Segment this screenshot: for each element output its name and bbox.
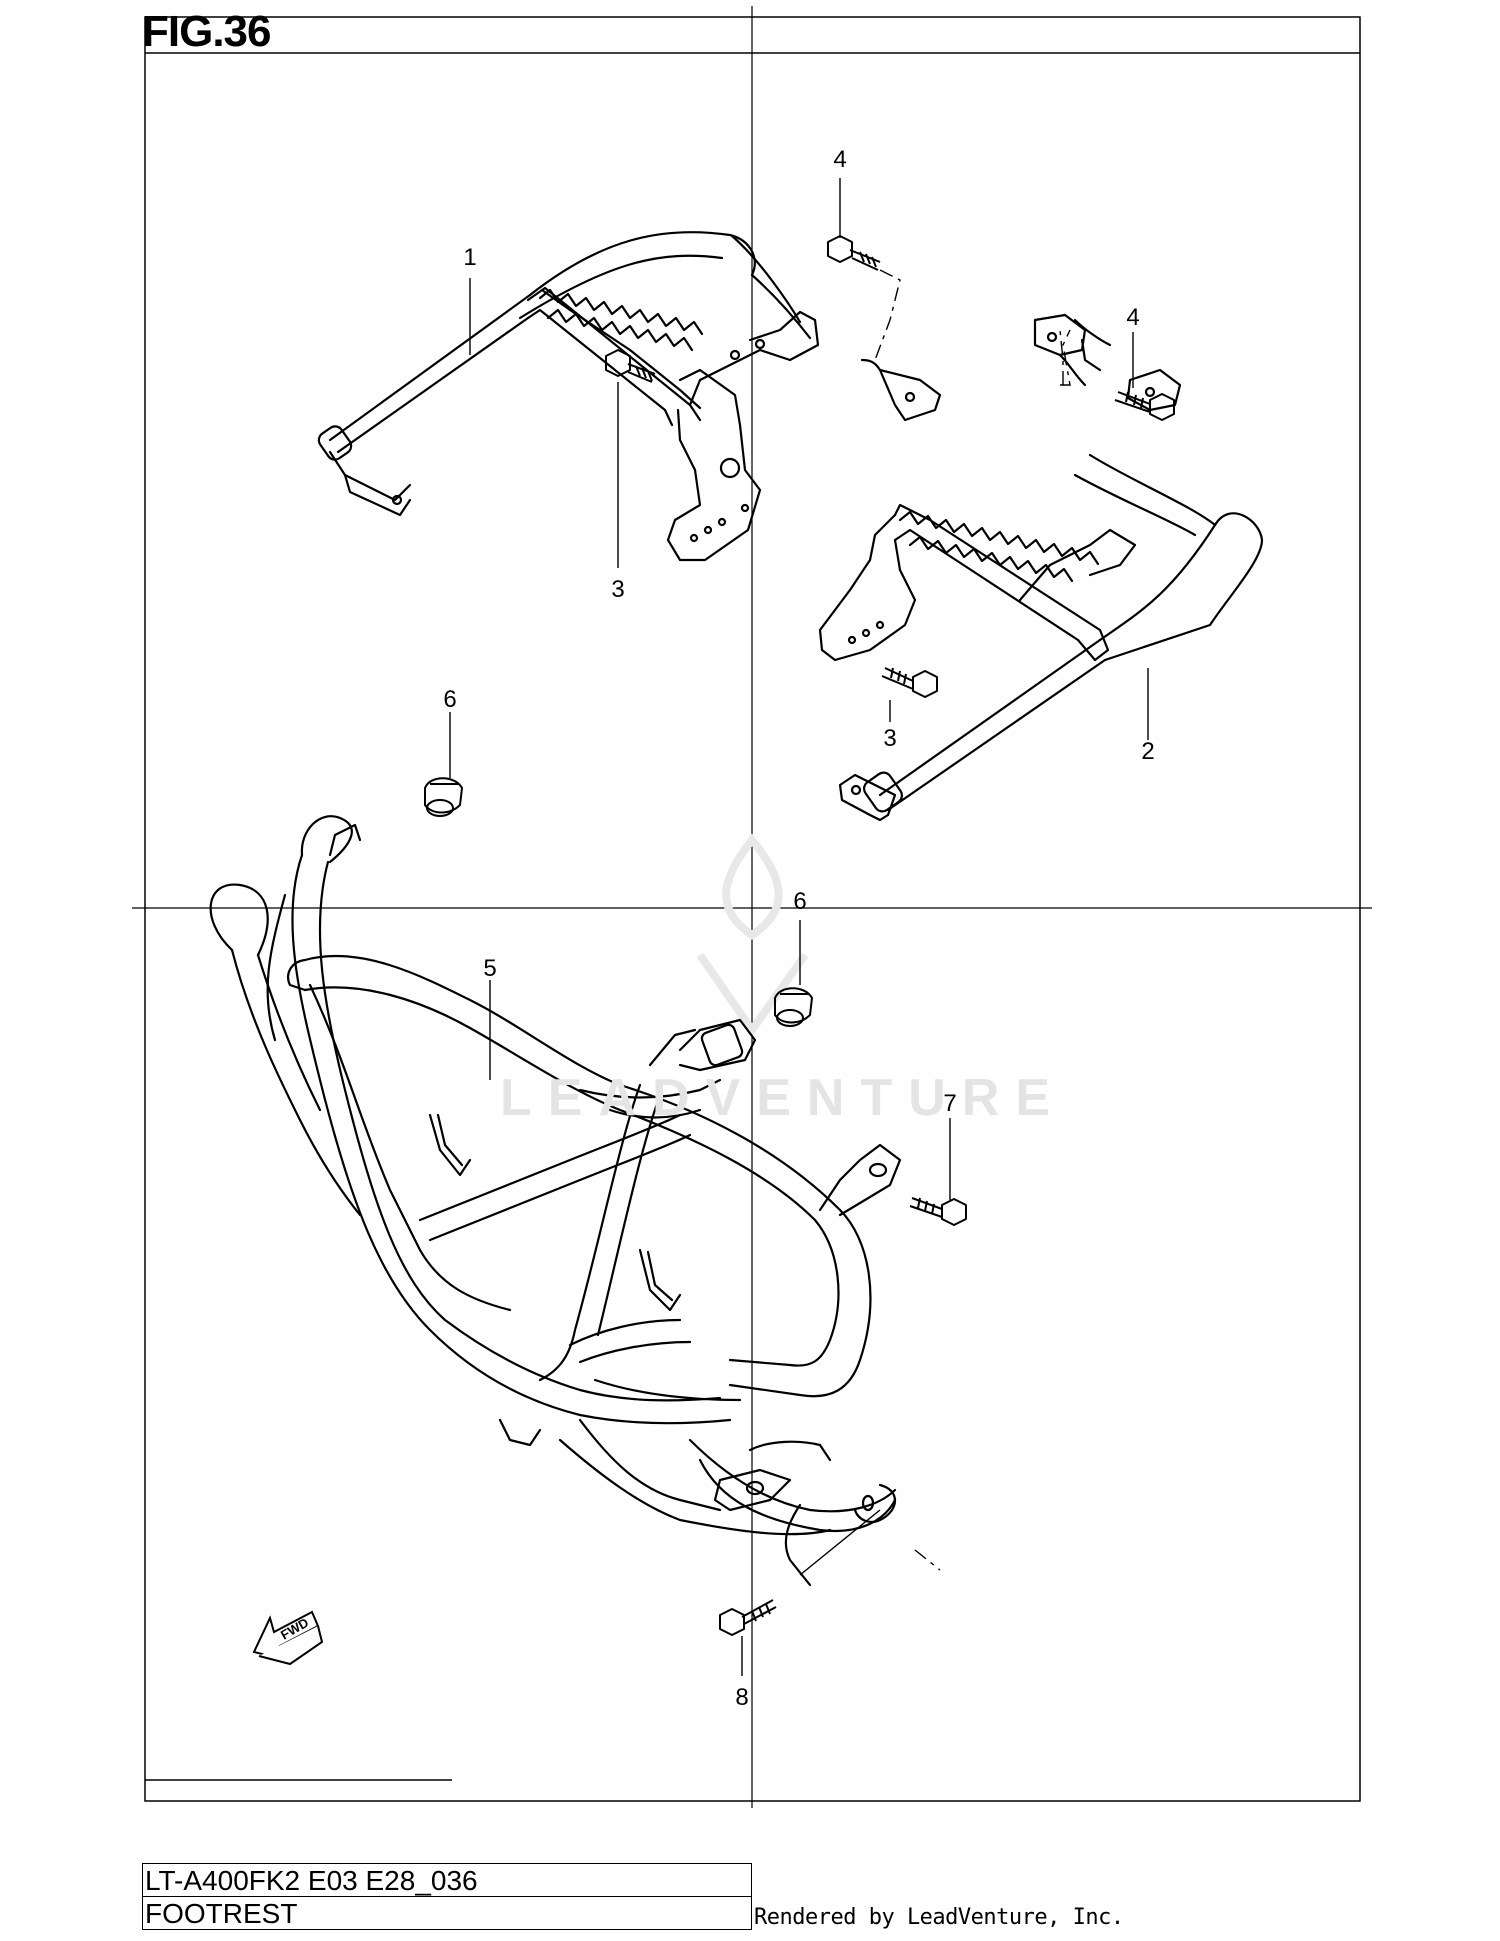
callout-8[interactable]: 8 <box>735 1684 749 1711</box>
bolt-7-icon <box>909 1197 967 1226</box>
part-1-footrest-left <box>317 231 942 562</box>
crosshair-lines <box>132 6 1372 1808</box>
model-code-box: LT-A400FK2 E03 E28_036 <box>142 1863 752 1897</box>
callout-7[interactable]: 7 <box>943 1090 957 1117</box>
bolt-8-icon <box>719 1599 777 1636</box>
callout-6a[interactable]: 6 <box>443 686 457 713</box>
watermark-text: LEADVENTURE <box>500 1069 1067 1127</box>
fwd-arrow-icon: FWD <box>252 1610 324 1666</box>
section-name-box: FOOTREST <box>142 1896 752 1930</box>
callout-3a[interactable]: 3 <box>611 576 625 603</box>
figure-title: FIG.36 <box>142 7 271 56</box>
callout-4a[interactable]: 4 <box>833 146 847 173</box>
part-2-footrest-right <box>818 313 1264 822</box>
callout-5[interactable]: 5 <box>483 955 497 982</box>
callout-6b[interactable]: 6 <box>793 888 807 915</box>
bolt-3b-icon <box>881 667 938 698</box>
rendered-by-credit: Rendered by LeadVenture, Inc. <box>754 1905 1124 1930</box>
bolt-4a-icon <box>827 235 881 271</box>
plug-6a-icon <box>424 777 463 817</box>
watermark-logo <box>696 833 809 1037</box>
callout-1[interactable]: 1 <box>463 244 477 271</box>
part-5-front-guard <box>209 815 902 1587</box>
bolt-4b-icon <box>1114 391 1175 421</box>
fasteners <box>424 235 1175 1636</box>
callout-3b[interactable]: 3 <box>883 725 897 752</box>
callout-4b[interactable]: 4 <box>1126 304 1140 331</box>
plug-6b-icon <box>774 987 813 1027</box>
bolt-3a-icon <box>605 349 656 383</box>
leader-lines <box>449 178 1149 1676</box>
callout-2[interactable]: 2 <box>1141 738 1155 765</box>
